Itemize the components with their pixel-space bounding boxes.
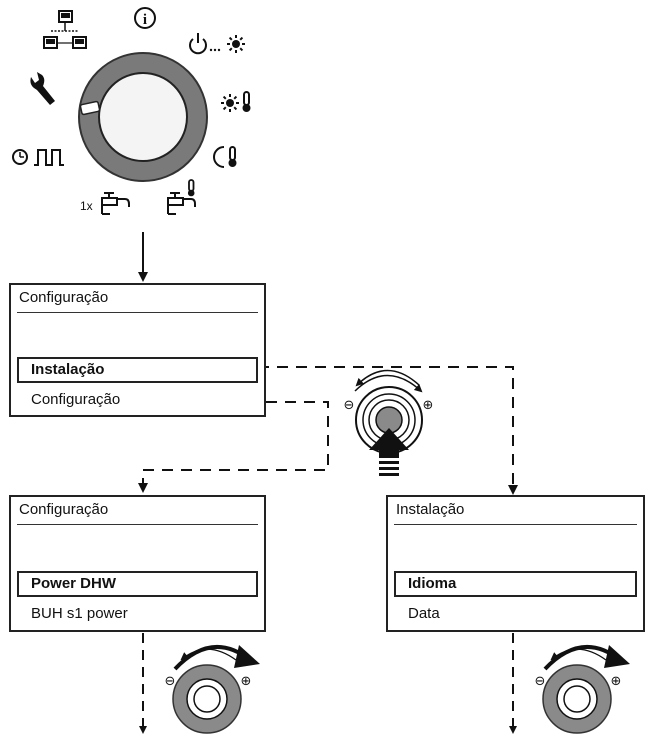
mode-selector-dial[interactable]: [78, 52, 208, 182]
network-icon: [43, 10, 87, 49]
minus-icon: ⊖: [535, 674, 546, 689]
time-program-icon: [12, 149, 64, 166]
plus-icon: ⊕: [241, 674, 252, 689]
comfort-temperature-icon: [221, 91, 251, 112]
panel-title: Configuração: [19, 289, 109, 306]
menu-item[interactable]: Data: [408, 605, 440, 622]
menu-item[interactable]: Configuração: [31, 391, 121, 408]
title-divider: [394, 524, 637, 525]
info-icon: i: [134, 7, 156, 29]
push-knob[interactable]: ⊖ ⊕: [344, 369, 434, 477]
dashed-path-to-configuration: [138, 401, 329, 493]
main-menu-panel: Configuração Instalação Configuração: [9, 283, 266, 417]
plus-icon: ⊕: [423, 398, 434, 413]
push-arrow-icon: [369, 428, 409, 476]
menu-item[interactable]: BUH s1 power: [31, 605, 128, 622]
svg-text:i: i: [143, 12, 147, 28]
minus-icon: ⊖: [344, 398, 355, 413]
reduced-temperature-icon: [213, 146, 237, 168]
title-divider: [17, 312, 258, 313]
menu-item-selected[interactable]: Instalação: [17, 357, 258, 383]
plus-icon: ⊕: [611, 674, 622, 689]
svg-text:1x: 1x: [80, 199, 93, 213]
dhw-temperature-icon: [167, 179, 196, 215]
rotary-knob-left[interactable]: ⊖ ⊕: [165, 645, 260, 734]
dashed-path-to-installation: [258, 366, 518, 495]
configuration-menu-panel: Configuração Power DHW BUH s1 power: [9, 495, 266, 632]
standby-sun-icon: [189, 33, 245, 55]
rotary-knob-right[interactable]: ⊖ ⊕: [535, 645, 630, 734]
minus-icon: ⊖: [165, 674, 176, 689]
title-divider: [17, 524, 258, 525]
installation-menu-panel: Instalação Idioma Data: [386, 495, 645, 632]
menu-item-selected[interactable]: Idioma: [394, 571, 637, 597]
dial-pointer: [79, 100, 101, 116]
menu-item-selected[interactable]: Power DHW: [17, 571, 258, 597]
wrench-icon: [30, 72, 55, 105]
panel-title: Configuração: [19, 501, 109, 518]
panel-title: Instalação: [396, 501, 465, 518]
dhw-once-icon: 1x: [80, 192, 130, 215]
